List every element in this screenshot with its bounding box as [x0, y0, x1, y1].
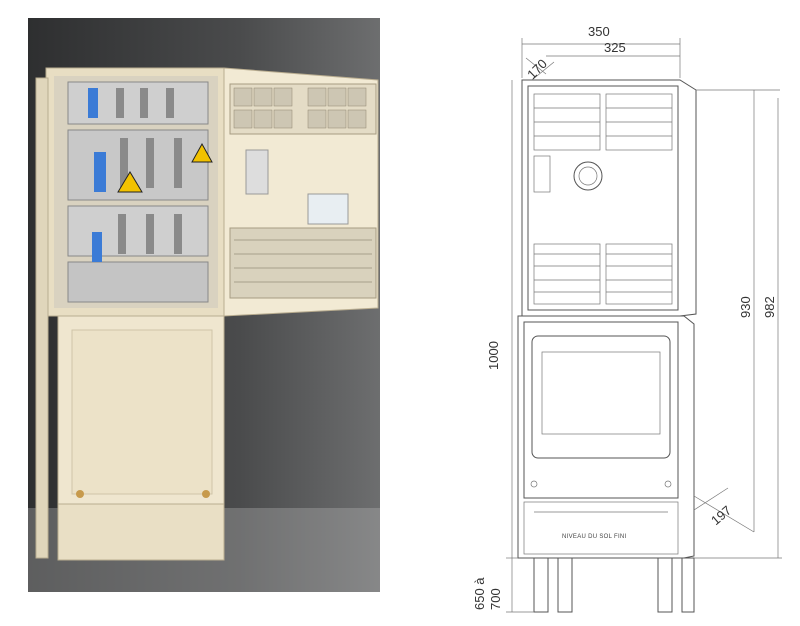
- top-dimensions: [521, 38, 681, 81]
- upper-cabinet-drawing: [521, 79, 697, 317]
- dim-foot-height-line1: 650 à: [472, 577, 487, 610]
- floor-level-label: NIVEAU DU SOL FINI: [562, 534, 627, 540]
- cabinet-photo: [28, 18, 380, 592]
- right-dimensions: [693, 89, 782, 559]
- warning-sign-icon: [117, 171, 143, 193]
- dim-height-cabinet: 1000: [486, 341, 501, 370]
- dim-width-total: 350: [588, 24, 610, 39]
- cabinet-photo-illustration: [28, 67, 380, 592]
- dim-height-total: 982: [762, 296, 777, 318]
- technical-drawing-svg: 350 325 170: [472, 24, 782, 613]
- dim-width-inner: 325: [604, 40, 626, 55]
- left-dimensions: [506, 80, 534, 613]
- warning-sign-icon: [191, 142, 213, 163]
- dim-height-upper: 930: [738, 296, 753, 318]
- plinth: [57, 503, 225, 561]
- technical-drawing: 350 325 170: [462, 18, 792, 618]
- lower-cabinet-drawing: [517, 315, 695, 559]
- dim-foot-height-line2: 700: [488, 588, 503, 610]
- cabinet-feet: [533, 557, 695, 613]
